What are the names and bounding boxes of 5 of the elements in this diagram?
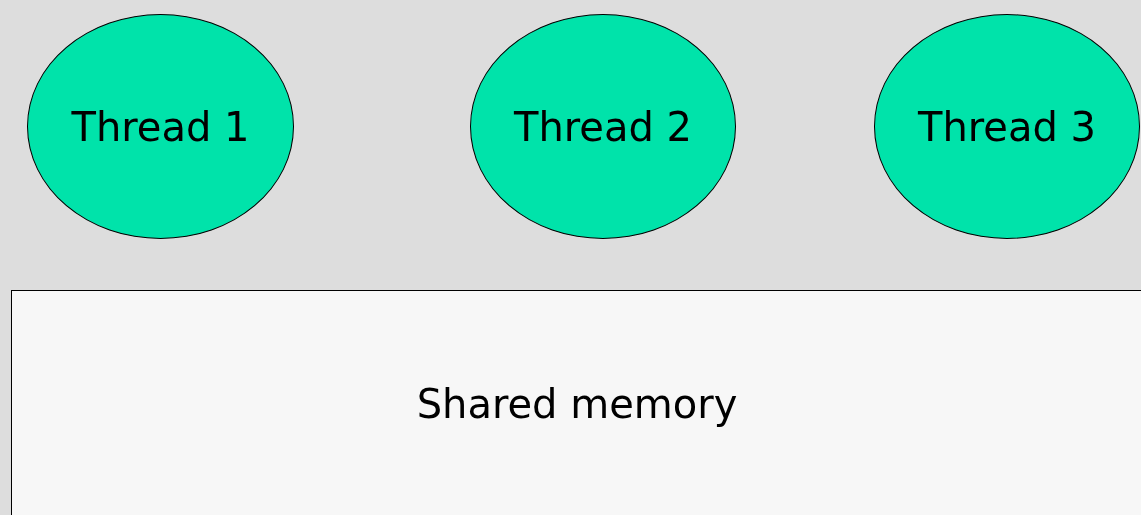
node-label: Thread 1 [71, 102, 250, 151]
memory-box [11, 290, 1141, 515]
node-label: Thread 2 [514, 102, 692, 151]
node-label: Shared memory [416, 380, 738, 428]
node-label: Thread 3 [918, 102, 1096, 151]
